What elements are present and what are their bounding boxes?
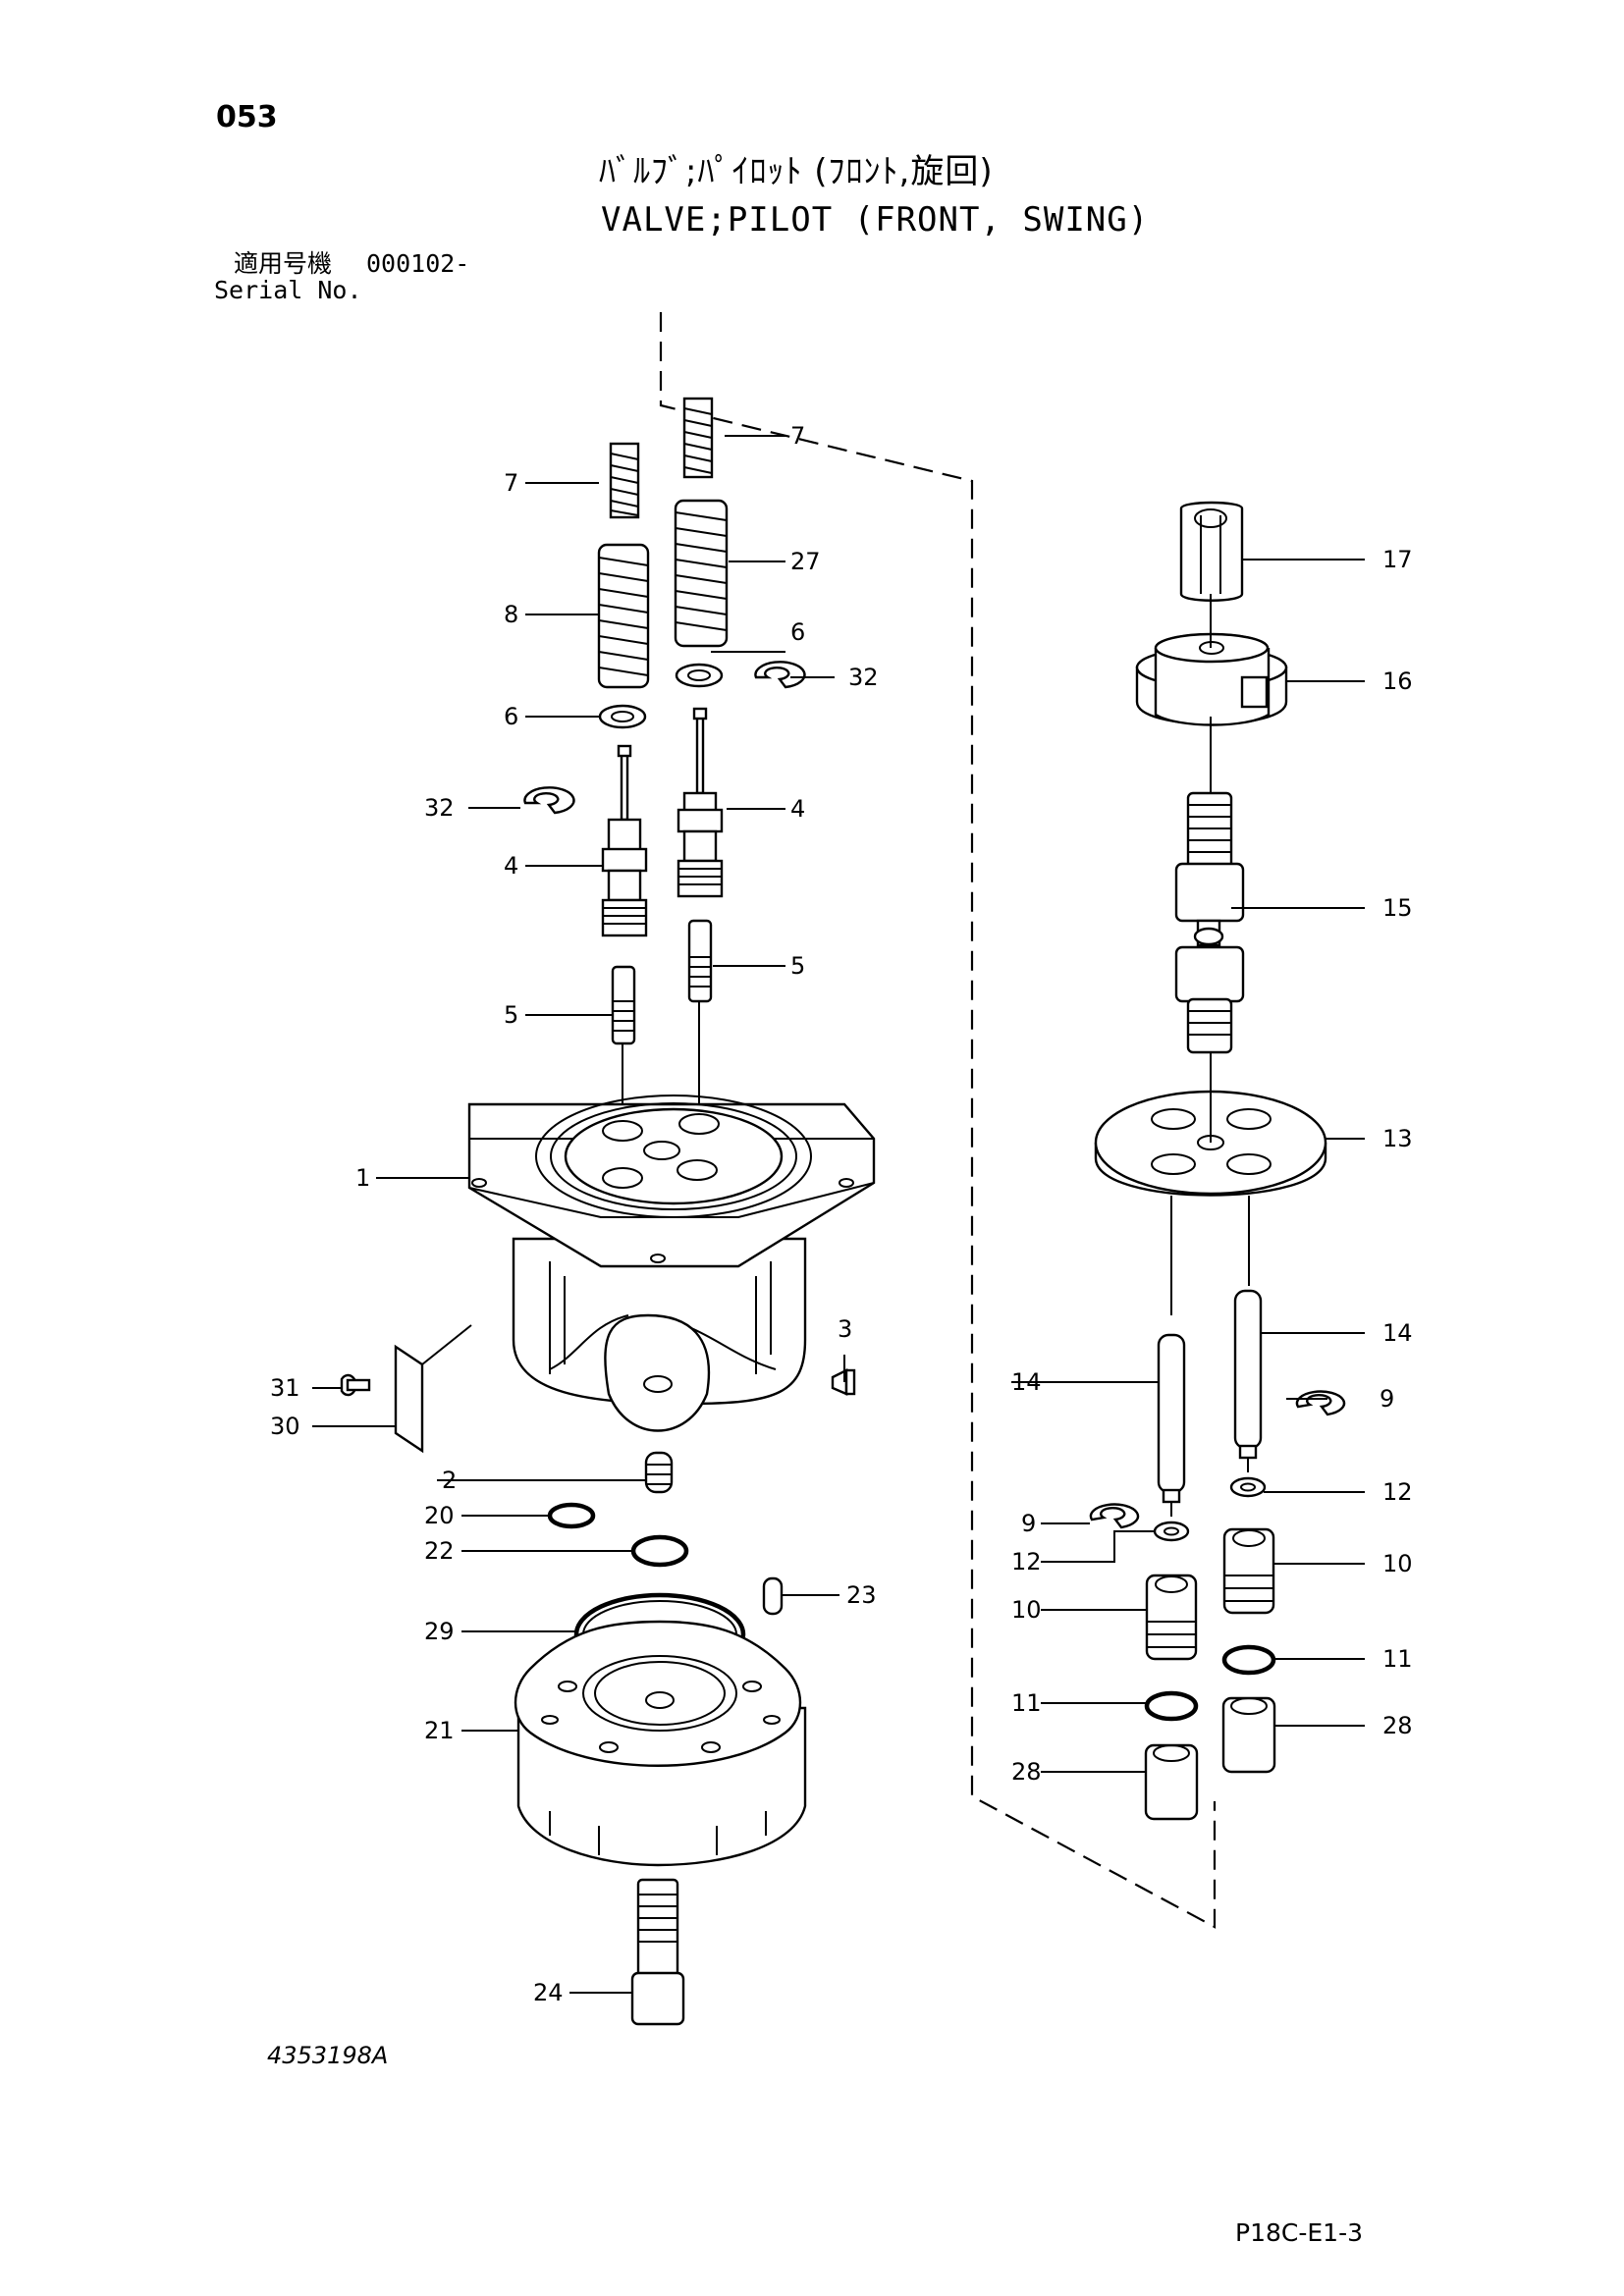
- pusher-14-right: [1233, 1289, 1263, 1460]
- bolt-24: [630, 1878, 685, 2026]
- joint-15: [1174, 791, 1245, 1054]
- nut-17: [1179, 501, 1244, 602]
- port-plate-21: [514, 1620, 807, 1867]
- callout-16: 16: [1382, 667, 1413, 695]
- callout-4: 4: [504, 852, 518, 880]
- o-ring-11-left: [1144, 1690, 1199, 1722]
- spring-8: [597, 543, 650, 689]
- pusher-14-left: [1157, 1333, 1186, 1504]
- callout-12: 12: [1011, 1548, 1042, 1575]
- callout-6: 6: [504, 703, 518, 730]
- callout-7: 7: [790, 422, 805, 450]
- screw-31: [340, 1373, 371, 1397]
- callout-24: 24: [533, 1979, 564, 2006]
- pin-2: [644, 1451, 674, 1494]
- cam-16: [1135, 632, 1288, 726]
- spring-7-left: [609, 442, 640, 519]
- leader-lines: [312, 435, 1365, 1994]
- callout-5: 5: [504, 1001, 518, 1029]
- seat-6-left: [598, 704, 647, 729]
- plug-10-right: [1222, 1527, 1275, 1615]
- callout-31: 31: [270, 1374, 300, 1402]
- sheet-code: P18C-E1-3: [1235, 2218, 1363, 2247]
- callout-4: 4: [790, 795, 805, 823]
- bushing-28-right: [1221, 1696, 1276, 1774]
- callout-11: 11: [1382, 1645, 1413, 1673]
- spring-27: [674, 499, 729, 648]
- callout-13: 13: [1382, 1125, 1413, 1152]
- callout-10: 10: [1011, 1596, 1042, 1624]
- callout-14: 14: [1382, 1319, 1413, 1347]
- axis-line-right: [1170, 594, 1250, 1315]
- callout-3: 3: [838, 1315, 852, 1343]
- callout-7: 7: [504, 469, 518, 497]
- c-ring-9-right: [1295, 1390, 1346, 1416]
- callout-27: 27: [790, 548, 821, 575]
- plug-3: [831, 1368, 856, 1396]
- casing-1: [467, 1095, 876, 1432]
- callout-28: 28: [1382, 1712, 1413, 1739]
- callout-30: 30: [270, 1413, 300, 1440]
- sub-assembly-boundary: [659, 312, 1217, 1929]
- callout-9: 9: [1380, 1385, 1394, 1413]
- pin-5-left: [611, 965, 636, 1045]
- serial-label-english: Serial No.: [214, 276, 362, 304]
- title-english: VALVE;PILOT (FRONT, SWING): [601, 200, 1150, 240]
- washer-12-left: [1153, 1521, 1190, 1542]
- nameplate-30: [394, 1344, 424, 1454]
- callout-32: 32: [848, 664, 879, 691]
- callout-12: 12: [1382, 1478, 1413, 1506]
- callout-20: 20: [424, 1502, 455, 1529]
- callout-15: 15: [1382, 894, 1413, 922]
- callout-1: 1: [355, 1164, 370, 1192]
- serial-number-value: 000102-: [366, 249, 470, 278]
- c-ring-9-left: [1089, 1503, 1140, 1529]
- callout-8: 8: [504, 601, 518, 628]
- callout-11: 11: [1011, 1689, 1042, 1717]
- c-ring-32-right: [754, 661, 806, 689]
- title-japanese: ﾊﾞﾙﾌﾞ;ﾊﾟｲﾛｯﾄ (ﾌﾛﾝﾄ,旋回): [599, 152, 994, 191]
- callout-17: 17: [1382, 546, 1413, 573]
- o-ring-20: [547, 1502, 596, 1529]
- callout-32: 32: [424, 794, 455, 822]
- callout-5: 5: [790, 952, 805, 980]
- callout-2: 2: [442, 1467, 457, 1494]
- page-number: 053: [216, 100, 278, 134]
- bushing-28-left: [1144, 1743, 1199, 1821]
- callout-10: 10: [1382, 1550, 1413, 1577]
- drawing-number: 4353198A: [267, 2042, 389, 2069]
- callout-23: 23: [846, 1581, 877, 1609]
- callout-22: 22: [424, 1537, 455, 1565]
- pin-5-right: [687, 919, 713, 1003]
- callout-29: 29: [424, 1618, 455, 1645]
- callout-6: 6: [790, 618, 805, 646]
- callout-9: 9: [1021, 1510, 1036, 1537]
- c-ring-32-left: [523, 786, 575, 815]
- serial-label-japanese: 適用号機: [234, 249, 333, 278]
- callout-21: 21: [424, 1717, 455, 1744]
- spool-4-right: [677, 707, 724, 898]
- o-ring-11-right: [1221, 1644, 1276, 1676]
- callout-28: 28: [1011, 1758, 1042, 1786]
- pin-23: [762, 1576, 784, 1616]
- spring-7-right: [682, 397, 714, 479]
- callout-14: 14: [1011, 1368, 1042, 1396]
- plug-10-left: [1145, 1574, 1198, 1661]
- callout-labels: 7 7 27 8 6 6 32 32 4 4 5 5 1 17 16 15 13…: [270, 422, 1413, 2006]
- seat-6-right: [675, 663, 724, 688]
- spool-4-left: [601, 744, 648, 937]
- washer-12-right: [1229, 1476, 1267, 1498]
- o-ring-22: [630, 1534, 689, 1568]
